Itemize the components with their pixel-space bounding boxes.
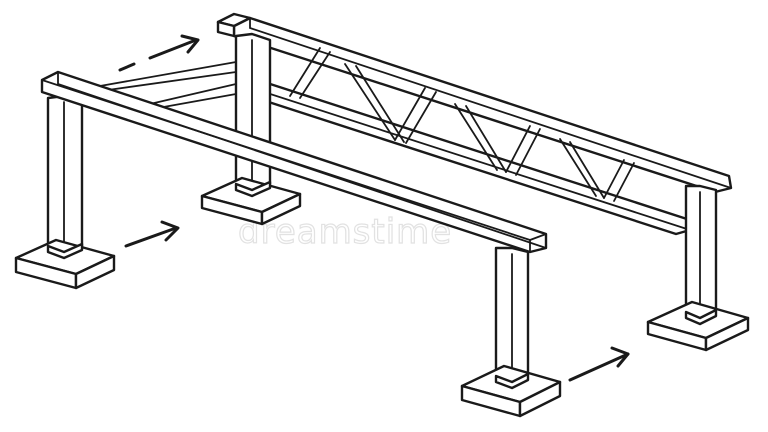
truss-web — [289, 47, 635, 202]
front-frame — [14, 70, 562, 418]
direction-arrows — [118, 34, 630, 382]
arrow-bottom-icon — [568, 346, 630, 382]
arrow-top-icon — [118, 34, 200, 72]
front-left-post — [46, 94, 84, 256]
rear-frame — [200, 12, 750, 352]
rear-left-post — [234, 32, 272, 194]
cross-ties — [99, 61, 237, 109]
arrow-middle-icon — [124, 220, 180, 248]
rear-right-post — [684, 184, 718, 322]
